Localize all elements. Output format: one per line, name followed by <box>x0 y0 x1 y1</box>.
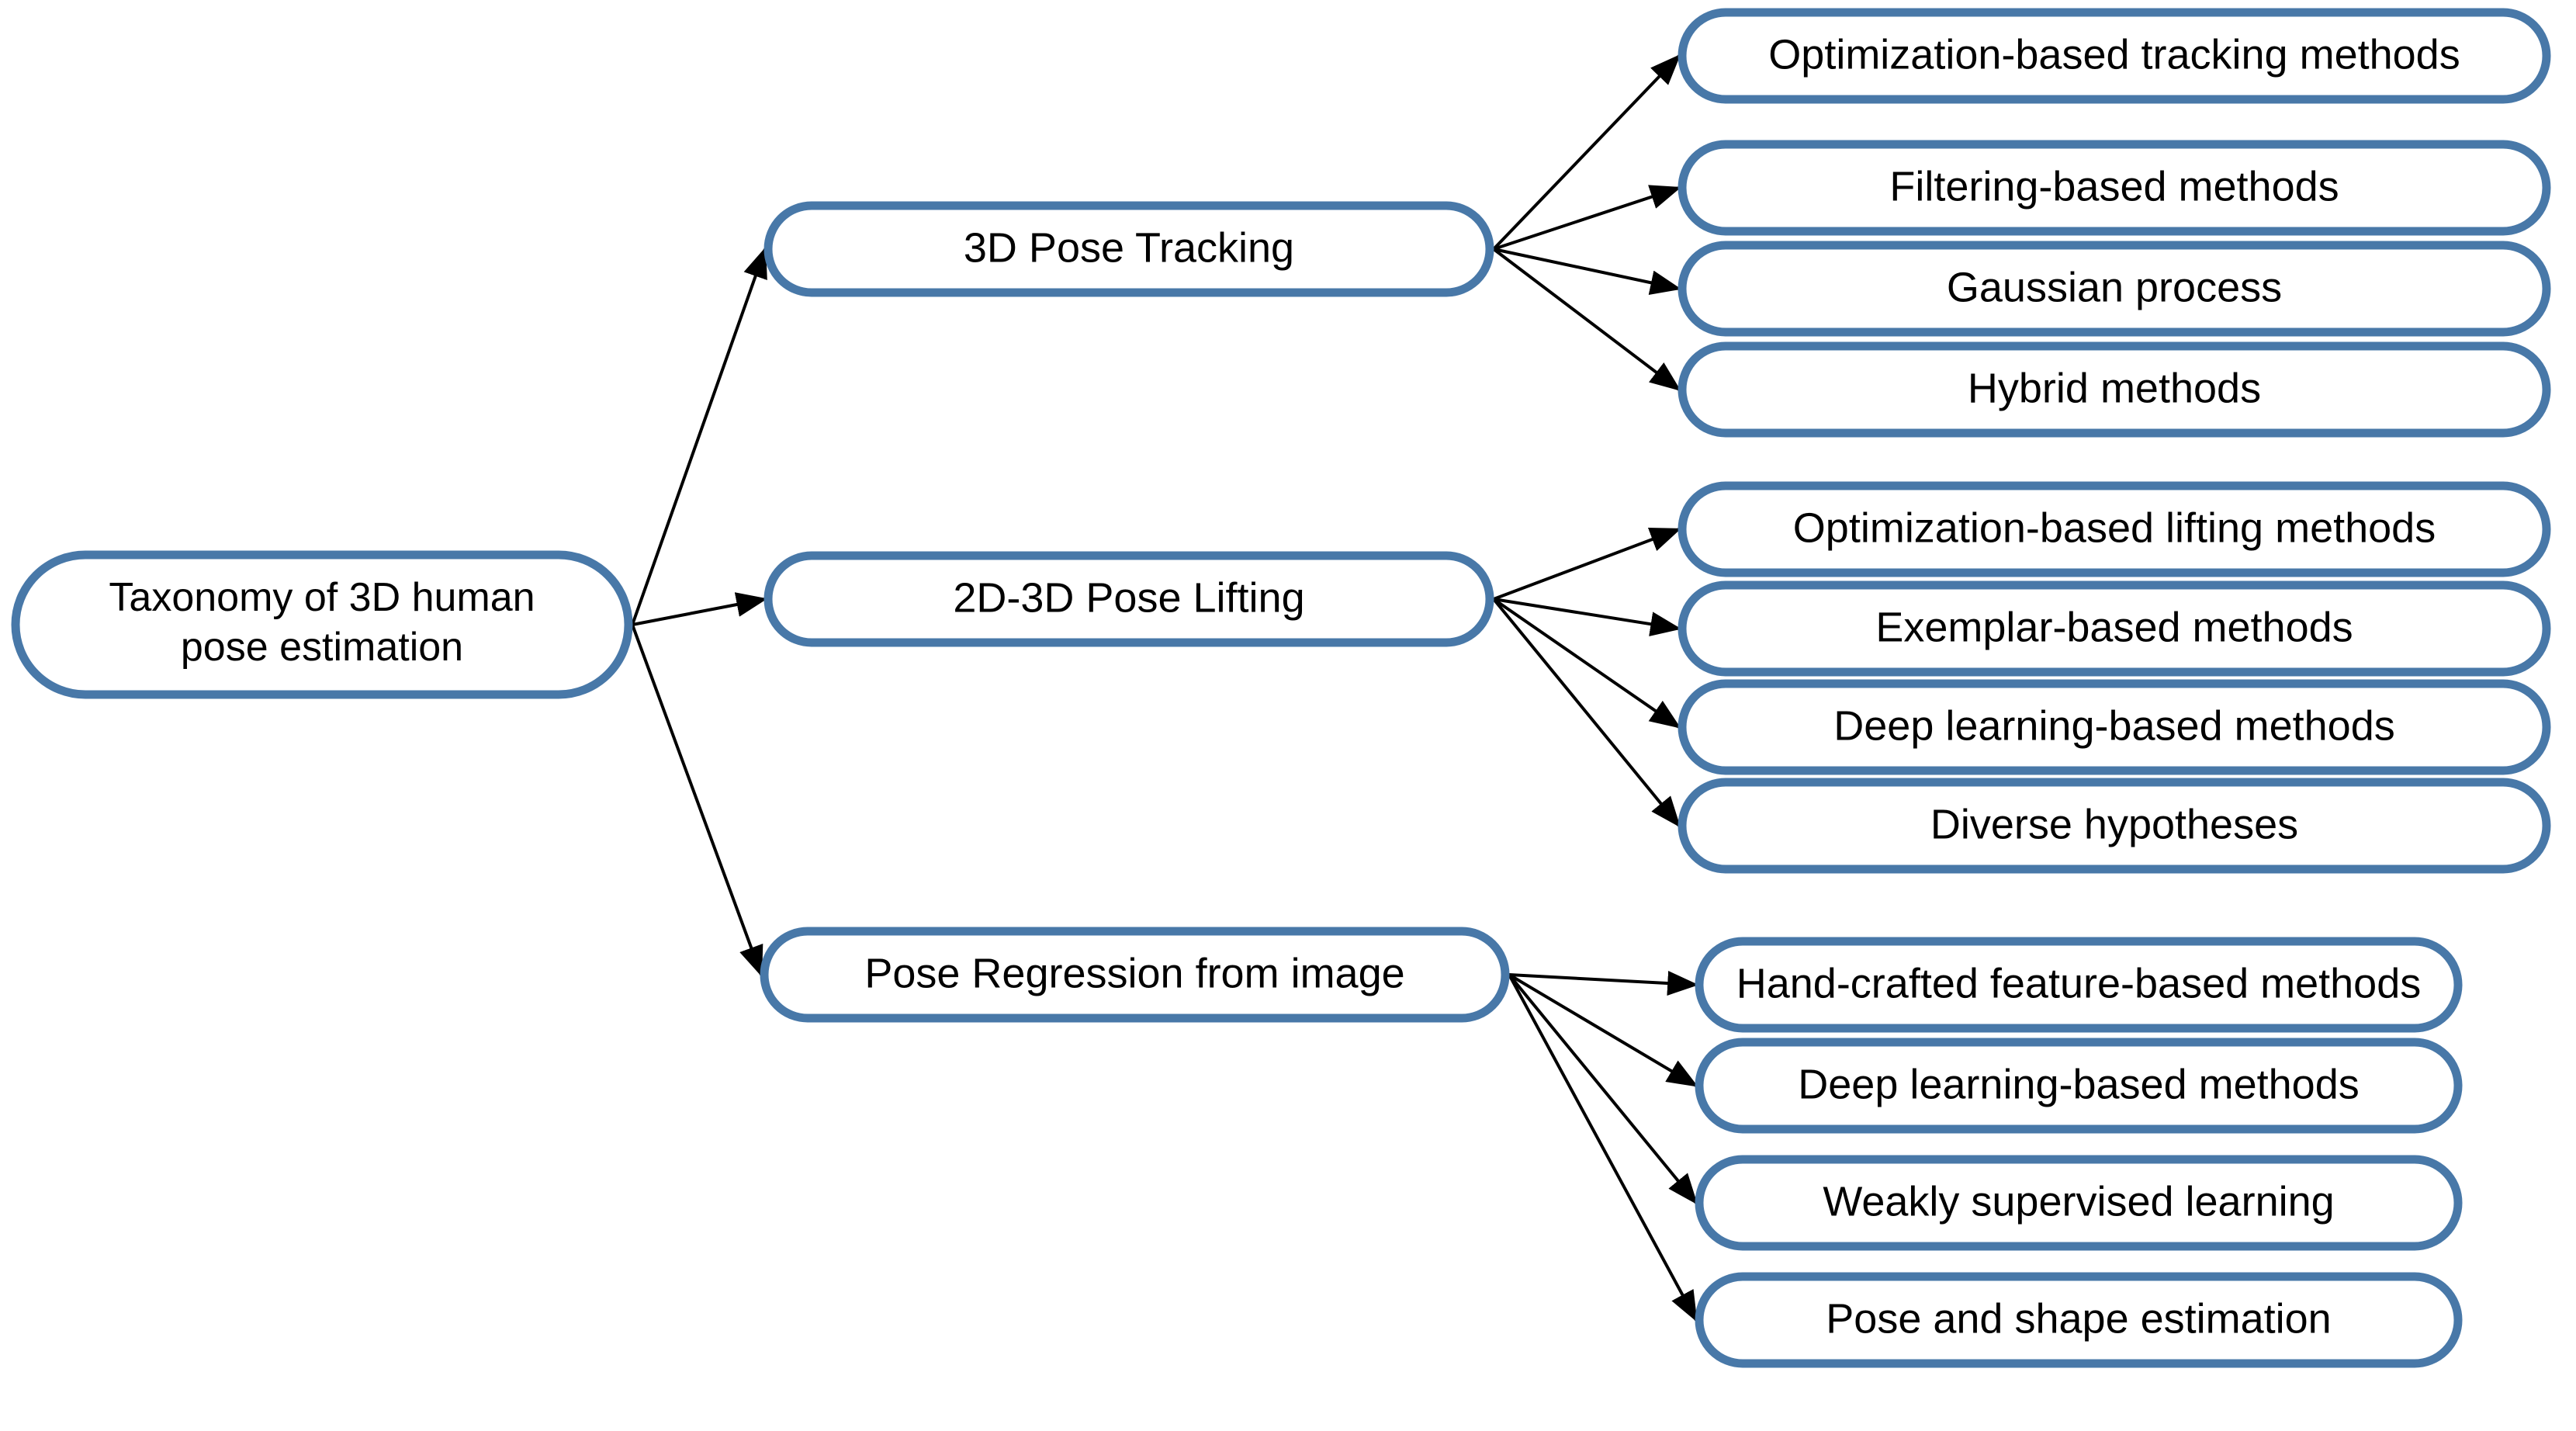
node-branch-3d-pose-tracking[interactable]: 3D Pose Tracking <box>763 201 1494 297</box>
node-branch-2d-3d-pose-lifting-shape <box>763 551 1494 647</box>
edge-branch-3d-pose-tracking-to-leaf-gaussian-process <box>1493 248 1682 295</box>
node-leaf-optimization-based-tracking-methods-label: Optimization-based tracking methods <box>1768 31 2460 78</box>
node-leaf-hand-crafted-feature-based-methods-label: Hand-crafted feature-based methods <box>1736 960 2422 1007</box>
node-branch-pose-regression-from-image-shape <box>760 927 1510 1023</box>
node-leaf-pose-and-shape-estimation-label: Pose and shape estimation <box>1826 1295 2331 1342</box>
node-leaf-exemplar-based-methods[interactable]: Exemplar-based methods <box>1678 580 2551 677</box>
node-branch-pose-regression-from-image[interactable]: Pose Regression from image <box>760 927 1510 1023</box>
edge-branch-pose-regression-from-image-to-leaf-hand-crafted-feature-based-methods <box>1508 971 1699 996</box>
node-leaf-deep-learning-based-methods-lifting-label: Deep learning-based methods <box>1833 702 2394 749</box>
node-leaf-deep-learning-based-methods-lifting[interactable]: Deep learning-based methods <box>1678 679 2551 775</box>
edge-root-to-branch-3d-pose-tracking <box>631 246 767 625</box>
edge-layer <box>631 54 1699 1322</box>
edge-branch-3d-pose-tracking-to-leaf-optimization-based-tracking-methods <box>1492 54 1681 251</box>
node-leaf-hybrid-methods-label: Hybrid methods <box>1968 365 2261 411</box>
node-branch-2d-3d-pose-lifting-label: 2D-3D Pose Lifting <box>953 574 1304 621</box>
edge-branch-2d-3d-pose-lifting-to-leaf-diverse-hypotheses <box>1492 598 1681 828</box>
node-branch-2d-3d-pose-lifting[interactable]: 2D-3D Pose Lifting <box>763 551 1494 647</box>
node-leaf-gaussian-process[interactable]: Gaussian process <box>1678 241 2551 337</box>
edge-branch-pose-regression-from-image-to-leaf-weakly-supervised-learning <box>1508 973 1698 1205</box>
node-leaf-weakly-supervised-learning-label: Weakly supervised learning <box>1823 1178 2334 1225</box>
node-leaf-hybrid-methods[interactable]: Hybrid methods <box>1678 341 2551 438</box>
edge-root-to-branch-pose-regression-from-image <box>631 624 763 978</box>
node-leaf-hand-crafted-feature-based-methods[interactable]: Hand-crafted feature-based methods <box>1695 937 2463 1033</box>
node-leaf-filtering-based-methods-shape <box>1678 140 2551 236</box>
node-leaf-weakly-supervised-learning-shape <box>1695 1155 2463 1251</box>
node-leaf-optimization-based-lifting-methods-shape <box>1678 481 2551 577</box>
node-leaf-pose-and-shape-estimation[interactable]: Pose and shape estimation <box>1695 1272 2463 1368</box>
edge-branch-3d-pose-tracking-to-leaf-filtering-based-methods <box>1493 185 1682 251</box>
node-branch-3d-pose-tracking-label: 3D Pose Tracking <box>964 224 1294 271</box>
edge-branch-3d-pose-tracking-to-leaf-hybrid-methods <box>1492 248 1681 391</box>
edge-branch-pose-regression-from-image-to-leaf-deep-learning-based-methods-regression <box>1508 973 1698 1087</box>
edge-root-to-branch-2d-3d-pose-lifting <box>632 592 768 626</box>
edge-branch-pose-regression-from-image-to-leaf-pose-and-shape-estimation <box>1508 974 1698 1322</box>
node-leaf-gaussian-process-label: Gaussian process <box>1947 264 2282 310</box>
edge-branch-2d-3d-pose-lifting-to-leaf-deep-learning-based-methods-lifting <box>1492 598 1681 729</box>
node-leaf-optimization-based-tracking-methods[interactable]: Optimization-based tracking methods <box>1678 8 2551 104</box>
node-leaf-weakly-supervised-learning[interactable]: Weakly supervised learning <box>1695 1155 2463 1251</box>
node-branch-3d-pose-tracking-shape <box>763 201 1494 297</box>
node-leaf-filtering-based-methods[interactable]: Filtering-based methods <box>1678 140 2551 236</box>
node-leaf-deep-learning-based-methods-regression-shape <box>1695 1038 2463 1134</box>
node-leaf-deep-learning-based-methods-lifting-shape <box>1678 679 2551 775</box>
node-leaf-exemplar-based-methods-shape <box>1678 580 2551 677</box>
node-leaf-exemplar-based-methods-label: Exemplar-based methods <box>1875 604 2353 650</box>
edge-branch-2d-3d-pose-lifting-to-leaf-optimization-based-lifting-methods <box>1493 527 1681 601</box>
node-leaf-optimization-based-lifting-methods-label: Optimization-based lifting methods <box>1793 504 2436 551</box>
node-leaf-pose-and-shape-estimation-shape <box>1695 1272 2463 1368</box>
node-leaf-hand-crafted-feature-based-methods-shape <box>1695 937 2463 1033</box>
edge-branch-2d-3d-pose-lifting-to-leaf-exemplar-based-methods <box>1493 598 1682 637</box>
node-leaf-optimization-based-tracking-methods-shape <box>1678 8 2551 104</box>
node-root-shape <box>11 550 633 699</box>
node-leaf-diverse-hypotheses-label: Diverse hypotheses <box>1930 801 2298 847</box>
node-leaf-optimization-based-lifting-methods[interactable]: Optimization-based lifting methods <box>1678 481 2551 577</box>
node-leaf-filtering-based-methods-label: Filtering-based methods <box>1889 163 2339 210</box>
node-branch-pose-regression-from-image-label: Pose Regression from image <box>864 950 1404 996</box>
node-leaf-hybrid-methods-shape <box>1678 341 2551 438</box>
node-leaf-diverse-hypotheses-shape <box>1678 778 2551 874</box>
node-leaf-deep-learning-based-methods-regression-label: Deep learning-based methods <box>1798 1061 2359 1107</box>
node-leaf-diverse-hypotheses[interactable]: Diverse hypotheses <box>1678 778 2551 874</box>
node-leaf-deep-learning-based-methods-regression[interactable]: Deep learning-based methods <box>1695 1038 2463 1134</box>
node-leaf-gaussian-process-shape <box>1678 241 2551 337</box>
